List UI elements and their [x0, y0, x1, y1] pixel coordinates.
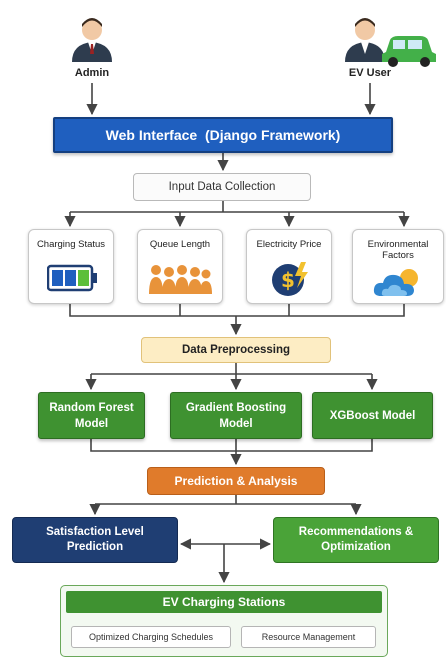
charging-status-label: Charging Status	[36, 239, 106, 250]
environmental-factors-label: Environmental Factors	[367, 239, 429, 261]
data-preprocessing-box: Data Preprocessing	[141, 337, 331, 363]
admin-label: Admin	[74, 67, 110, 79]
svg-text:$: $	[281, 268, 295, 292]
ev-user-person-icon	[345, 18, 385, 62]
ev-charging-stations-box: EV Charging Stations Optimized Charging …	[60, 585, 388, 657]
gradient-boosting-model-label: Gradient Boosting Model	[185, 401, 287, 430]
random-forest-model-label: Random Forest Model	[49, 401, 134, 430]
web-interface-box: Web Interface (Django Framework)	[53, 117, 393, 153]
xgboost-model-label: XGBoost Model	[329, 409, 416, 422]
ev-user-label: EV User	[348, 67, 392, 79]
electricity-price-card: Electricity Price $	[246, 229, 332, 304]
queue-length-card: Queue Length	[137, 229, 223, 304]
web-interface-label: Web Interface (Django Framework)	[105, 127, 341, 143]
random-forest-model-box: Random Forest Model	[38, 392, 145, 439]
people-queue-icon	[149, 265, 212, 294]
data-preprocessing-label: Data Preprocessing	[181, 344, 290, 356]
satisfaction-prediction-box: Satisfaction Level Prediction	[12, 517, 178, 563]
charging-status-card: Charging Status	[28, 229, 114, 304]
battery-icon	[47, 264, 97, 292]
input-data-collection-box: Input Data Collection	[133, 173, 311, 201]
admin-person-icon	[72, 18, 112, 62]
queue-length-label: Queue Length	[149, 239, 211, 250]
xgboost-model-box: XGBoost Model	[312, 392, 433, 439]
resource-management-box: Resource Management	[241, 626, 376, 648]
dollar-bolt-icon: $	[272, 262, 308, 296]
environmental-factors-card: Environmental Factors	[352, 229, 444, 304]
prediction-analysis-box: Prediction & Analysis	[147, 467, 325, 495]
recommendations-optimization-box: Recommendations & Optimization	[273, 517, 439, 563]
ev-charging-stations-title: EV Charging Stations	[66, 591, 382, 613]
recommendations-optimization-label: Recommendations & Optimization	[298, 526, 414, 553]
optimized-charging-schedules-box: Optimized Charging Schedules	[71, 626, 231, 648]
electricity-price-label: Electricity Price	[256, 239, 322, 250]
input-data-collection-label: Input Data Collection	[168, 181, 276, 193]
cloud-sun-icon	[373, 269, 418, 296]
car-icon	[382, 36, 436, 67]
gradient-boosting-model-box: Gradient Boosting Model	[170, 392, 302, 439]
satisfaction-prediction-label: Satisfaction Level Prediction	[46, 526, 144, 553]
prediction-analysis-label: Prediction & Analysis	[174, 474, 298, 488]
